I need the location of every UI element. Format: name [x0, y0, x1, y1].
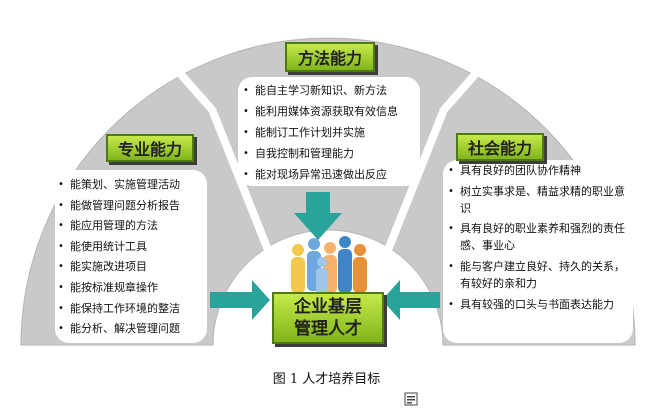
list-item: 能制订工作计划并实施 [243, 122, 398, 143]
social-ability-title: 社会能力 [456, 133, 544, 161]
core-talent-box: 企业基层 管理人才 [272, 292, 384, 344]
list-item: 能自主学习新知识、新方法 [243, 80, 398, 101]
list-item: 能实施改进项目 [58, 257, 180, 278]
list-item: 能策划、实施管理活动 [58, 175, 180, 196]
separator-right-outer [438, 59, 490, 115]
social-ability-list: 具有良好的团队协作精神 树立实事求是、精益求精的职业意识 具有良好的职业素养和强… [448, 163, 628, 317]
list-item: 能对现场异常迅速做出反应 [243, 164, 398, 185]
list-item: 能按标准规章操作 [58, 278, 180, 299]
list-item: 能使用统计工具 [58, 237, 180, 258]
teal-arrow-icon [210, 280, 270, 320]
separator-left-outer [166, 59, 218, 115]
figure-caption: 图 1 人才培养目标 [272, 372, 381, 387]
list-item: 能保持工作环境的整洁 [58, 299, 180, 320]
list-item: 树立实事求是、精益求精的职业意识 [448, 184, 628, 218]
method-ability-title: 方法能力 [285, 42, 375, 72]
people-group-icon [291, 236, 367, 294]
separator-left [209, 110, 274, 257]
list-item: 能应用管理的方法 [58, 216, 180, 237]
core-line-1: 企业基层 [294, 297, 362, 317]
professional-ability-title: 专业能力 [106, 134, 194, 162]
list-item: 具有良好的团队协作精神 [448, 163, 628, 180]
core-line-2: 管理人才 [294, 319, 362, 339]
list-item: 能利用媒体资源获取有效信息 [243, 101, 398, 122]
list-item: 能做管理问题分析报告 [58, 196, 180, 217]
professional-ability-list: 能策划、实施管理活动 能做管理问题分析报告 能应用管理的方法 能使用统计工具 能… [58, 175, 180, 340]
list-item: 自我控制和管理能力 [243, 143, 398, 164]
list-item: 具有较强的口头与书面表达能力 [448, 297, 628, 314]
method-ability-list: 能自主学习新知识、新方法 能利用媒体资源获取有效信息 能制订工作计划并实施 自我… [243, 80, 398, 185]
list-item: 能与客户建立良好、持久的关系，有较好的亲和力 [448, 259, 628, 293]
separator-right [382, 110, 447, 257]
teal-arrow-icon [294, 192, 342, 240]
list-item: 能分析、解决管理问题 [58, 319, 180, 340]
list-item: 具有良好的职业素养和强烈的责任感、事业心 [448, 221, 628, 255]
document-icon [404, 392, 418, 406]
teal-arrow-icon [382, 280, 440, 320]
